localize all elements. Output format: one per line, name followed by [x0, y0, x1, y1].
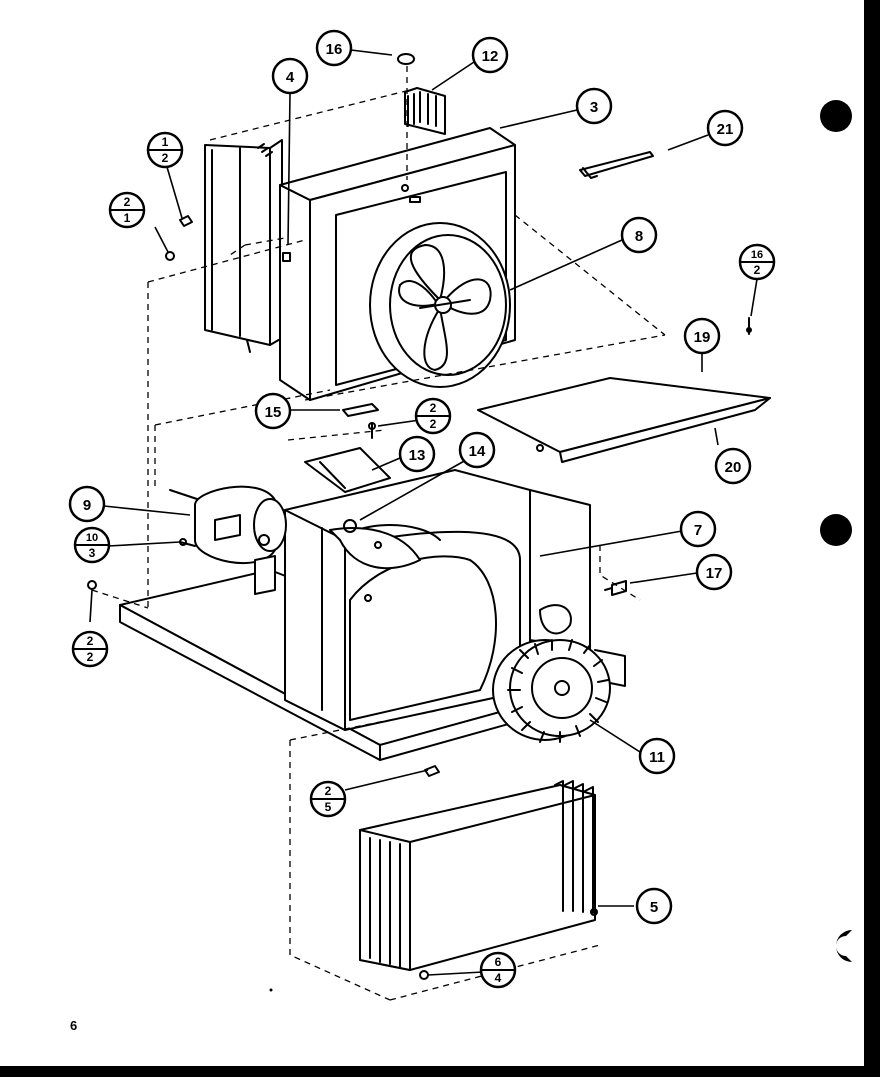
blower-wheel	[492, 639, 611, 743]
svg-text:2: 2	[430, 401, 437, 415]
svg-text:7: 7	[694, 522, 702, 539]
svg-text:3: 3	[590, 99, 598, 116]
callout-16: 16	[315, 29, 353, 67]
svg-text:5: 5	[650, 899, 658, 916]
callout-11: 11	[638, 737, 676, 775]
binder-holes	[269, 100, 852, 992]
fraction-callout-10-3: 10 3	[73, 526, 111, 564]
svg-text:16: 16	[751, 249, 763, 261]
svg-text:2: 2	[124, 195, 131, 209]
callout-9: 9	[68, 485, 106, 523]
svg-text:6: 6	[495, 955, 502, 969]
svg-text:20: 20	[725, 459, 742, 476]
screw-2-2-left	[87, 580, 97, 590]
svg-text:17: 17	[706, 565, 723, 582]
svg-text:16: 16	[326, 41, 343, 58]
screw-16-2	[746, 317, 752, 335]
svg-text:1: 1	[124, 211, 131, 225]
callout-12: 12	[471, 36, 509, 74]
svg-text:8: 8	[635, 228, 643, 245]
callout-13: 13	[398, 435, 436, 473]
callout-5: 5	[635, 887, 673, 925]
blower-motor	[169, 485, 287, 595]
screw-2-2	[368, 422, 376, 439]
fraction-callout-16-2: 16 2	[738, 243, 776, 281]
condenser-coil-top	[404, 87, 446, 135]
svg-text:4: 4	[495, 971, 502, 985]
svg-text:9: 9	[83, 497, 91, 514]
callout-14: 14	[458, 431, 496, 469]
svg-text:2: 2	[162, 151, 169, 165]
callout-15: 15	[254, 392, 292, 430]
svg-text:13: 13	[409, 447, 426, 464]
evaporator-coil-bottom	[359, 780, 598, 980]
svg-text:11: 11	[649, 749, 665, 766]
fraction-callout-2-2-top: 2 2	[414, 397, 452, 435]
svg-text:15: 15	[265, 404, 282, 421]
fan-shroud	[279, 127, 516, 401]
fraction-callout-2-5: 2 5	[309, 780, 347, 818]
bracket-13	[304, 447, 391, 493]
svg-text:1: 1	[162, 135, 169, 149]
callout-4: 4	[271, 57, 309, 95]
svg-text:21: 21	[717, 121, 734, 138]
fraction-callout-6-4: 6 4	[479, 951, 517, 989]
part-21	[579, 151, 654, 179]
callout-17: 17	[695, 553, 733, 591]
svg-text:2: 2	[87, 650, 94, 664]
bracket-15	[342, 403, 379, 417]
callout-8: 8	[620, 216, 658, 254]
svg-text:2: 2	[325, 784, 332, 798]
svg-text:2: 2	[87, 634, 94, 648]
screw-2-1	[165, 251, 175, 261]
svg-text:3: 3	[89, 546, 96, 560]
svg-text:4: 4	[286, 69, 295, 86]
svg-text:2: 2	[430, 417, 437, 431]
top-cover-20	[536, 397, 771, 463]
page-number: 6	[70, 1018, 78, 1033]
svg-text:5: 5	[325, 800, 332, 814]
clip-17	[604, 580, 627, 596]
svg-text:2: 2	[754, 263, 761, 277]
grommet-16	[397, 53, 415, 65]
fraction-callout-1-2: 1 2	[146, 131, 184, 169]
part-4-screw	[282, 252, 291, 262]
fraction-callout-2-2-left: 2 2	[71, 630, 109, 668]
svg-text:10: 10	[86, 532, 98, 544]
fraction-callout-2-1: 2 1	[108, 191, 146, 229]
page-frame-bottom	[0, 1066, 880, 1077]
assembly-lines	[91, 66, 666, 1001]
blower-housing	[284, 469, 626, 731]
page-frame-right	[864, 0, 880, 1077]
svg-text:14: 14	[469, 443, 486, 460]
svg-text:19: 19	[694, 329, 711, 346]
callout-19: 19	[683, 317, 721, 355]
callout-3: 3	[575, 87, 613, 125]
callout-20: 20	[714, 447, 752, 485]
callout-21: 21	[706, 109, 744, 147]
screw-2-5	[424, 765, 440, 777]
screw-1-2	[179, 215, 193, 227]
svg-text:12: 12	[482, 48, 499, 65]
callout-7: 7	[679, 510, 717, 548]
leader-lines	[89, 49, 758, 976]
